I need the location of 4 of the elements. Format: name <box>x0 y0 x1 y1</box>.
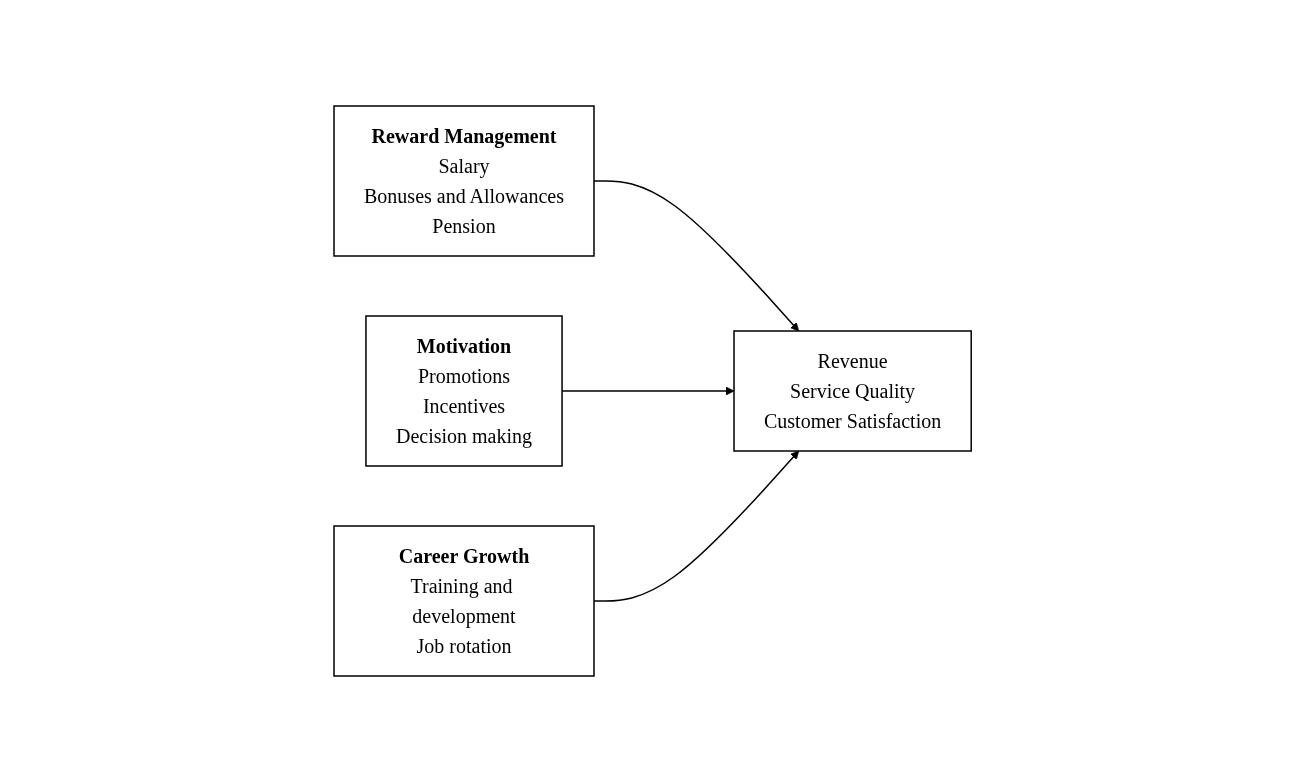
node-box: Motivation Promotions Incentives Decision making <box>365 315 564 467</box>
node-box: Reward Management Salary Bonuses and Allowances Pension <box>333 105 596 257</box>
node-box: Career Growth Training and development Job rotation <box>333 525 596 677</box>
node-box: Revenue Service Quality Customer Satisfaction <box>733 330 973 452</box>
